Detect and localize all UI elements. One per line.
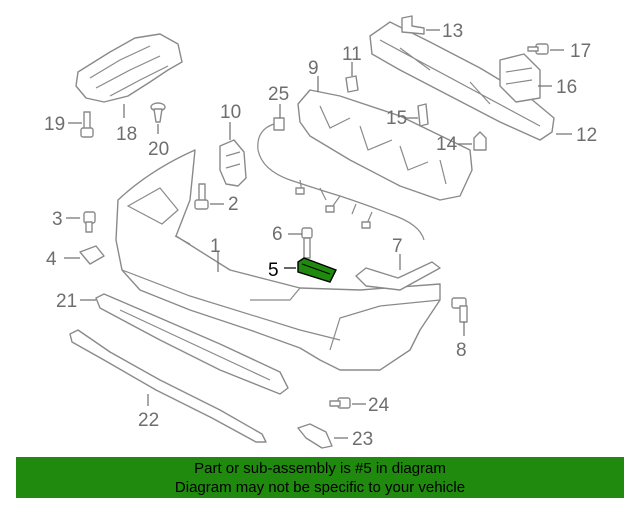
part-23-bracket[interactable] bbox=[297, 423, 333, 449]
callout-10[interactable]: 10 bbox=[220, 102, 241, 123]
callout-11[interactable]: 11 bbox=[342, 44, 362, 65]
banner-line-1: Part or sub-assembly is #5 in diagram bbox=[194, 460, 446, 477]
callout-21[interactable]: 21 bbox=[56, 291, 77, 312]
part-22-strip[interactable] bbox=[69, 329, 267, 443]
callout-13[interactable]: 13 bbox=[442, 21, 463, 42]
part-11-bracket[interactable] bbox=[345, 75, 359, 93]
callout-17[interactable]: 17 bbox=[570, 41, 591, 62]
callout-3[interactable]: 3 bbox=[52, 209, 63, 230]
callout-16[interactable]: 16 bbox=[556, 77, 577, 98]
callout-20[interactable]: 20 bbox=[148, 139, 169, 160]
part-7-trim[interactable] bbox=[355, 261, 441, 291]
callout-12[interactable]: 12 bbox=[576, 125, 597, 146]
callout-6[interactable]: 6 bbox=[272, 224, 283, 245]
part-17-bolt[interactable] bbox=[527, 43, 549, 55]
callout-22[interactable]: 22 bbox=[138, 410, 159, 431]
callout-7[interactable]: 7 bbox=[392, 236, 403, 257]
callout-1[interactable]: 1 bbox=[210, 236, 221, 257]
part-19-bolt[interactable] bbox=[80, 111, 94, 138]
callout-15[interactable]: 15 bbox=[386, 108, 407, 129]
callout-8[interactable]: 8 bbox=[456, 340, 467, 361]
part-21-valance[interactable] bbox=[95, 293, 289, 395]
exploded-parts-diagram: 18 19 20 10 2 3 4 1 bbox=[44, 15, 597, 450]
callout-23[interactable]: 23 bbox=[352, 429, 373, 450]
part-16-bracket[interactable] bbox=[499, 53, 541, 103]
callout-19[interactable]: 19 bbox=[44, 114, 65, 135]
part-15-clip[interactable] bbox=[417, 103, 429, 127]
part-10-bracket[interactable] bbox=[219, 139, 247, 187]
part-9-energy-absorber[interactable] bbox=[297, 89, 473, 201]
part-24-bolt[interactable] bbox=[329, 397, 351, 409]
part-2-bolt[interactable] bbox=[194, 183, 209, 210]
callout-2[interactable]: 2 bbox=[228, 194, 239, 215]
part-18-shield[interactable] bbox=[75, 33, 183, 103]
part-13-bracket[interactable] bbox=[401, 15, 425, 35]
info-banner: Part or sub-assembly is #5 in diagram Di… bbox=[16, 457, 624, 498]
banner-line-2: Diagram may not be specific to your vehi… bbox=[174, 479, 466, 496]
callout-4[interactable]: 4 bbox=[46, 249, 57, 270]
part-6-stud[interactable] bbox=[301, 227, 313, 259]
part-8-bolt[interactable] bbox=[451, 297, 468, 323]
callout-5[interactable]: 5 bbox=[268, 260, 279, 281]
callout-18[interactable]: 18 bbox=[116, 124, 137, 145]
callout-25[interactable]: 25 bbox=[268, 84, 289, 105]
part-25-wiring-harness[interactable] bbox=[257, 117, 425, 241]
part-20-clip[interactable] bbox=[150, 102, 166, 123]
callout-14[interactable]: 14 bbox=[436, 134, 458, 155]
part-1-bumper-cover[interactable] bbox=[115, 149, 441, 371]
callout-9[interactable]: 9 bbox=[308, 58, 319, 79]
part-5-highlighted[interactable] bbox=[297, 257, 337, 283]
part-12-reinforcement[interactable] bbox=[369, 21, 555, 141]
part-14-clip[interactable] bbox=[473, 131, 487, 151]
part-3-bolt[interactable] bbox=[83, 211, 96, 233]
part-4-clip[interactable] bbox=[79, 245, 105, 265]
callout-24[interactable]: 24 bbox=[368, 395, 390, 416]
